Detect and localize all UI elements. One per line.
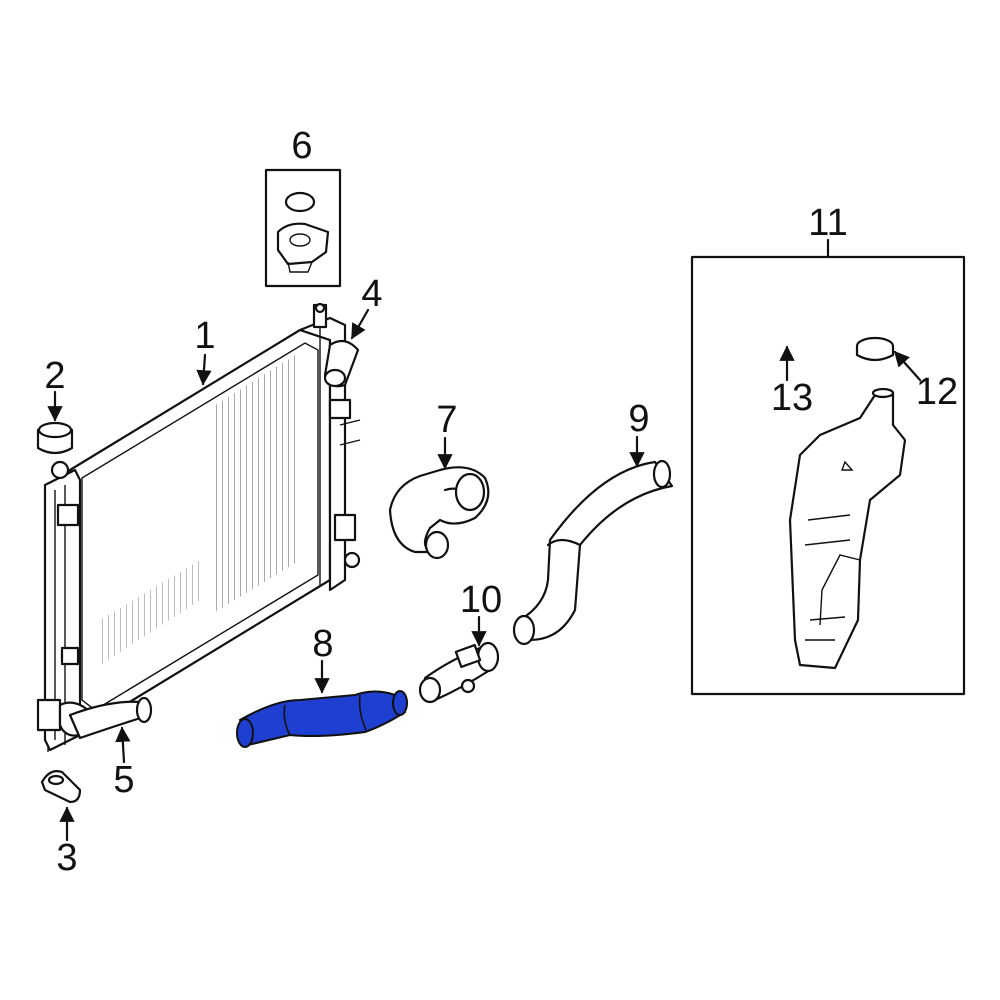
callout-4: 4: [361, 273, 382, 315]
callout-13: 13: [771, 377, 813, 419]
part-11-reservoir-group: [690, 255, 966, 696]
part-8-hose-highlighted[interactable]: [236, 690, 408, 748]
part-7-hose: [388, 466, 490, 560]
part-6-cap-kit: [264, 168, 342, 288]
radiator: [36, 302, 361, 752]
callout-11: 11: [808, 202, 847, 244]
part-2-cushion: [36, 421, 74, 455]
part-9-hose: [512, 459, 674, 646]
callout-8: 8: [312, 623, 333, 665]
callout-3: 3: [56, 837, 77, 879]
callout-leaders: [47, 238, 922, 842]
callout-5: 5: [113, 759, 134, 801]
part-5-hose: [68, 696, 153, 740]
part-3-mount: [40, 770, 82, 804]
callout-2: 2: [44, 355, 65, 397]
callout-6: 6: [291, 125, 312, 167]
callout-1: 1: [194, 315, 215, 357]
callout-9: 9: [628, 398, 649, 440]
callout-7: 7: [436, 399, 457, 441]
callout-12: 12: [916, 371, 958, 413]
part-4-hose: [323, 339, 360, 388]
callout-labels: 1 2 3 4 5 6 7 8 9 10 11 12 13: [44, 125, 958, 879]
callout-10: 10: [460, 579, 502, 621]
part-10-connector: [418, 641, 500, 704]
